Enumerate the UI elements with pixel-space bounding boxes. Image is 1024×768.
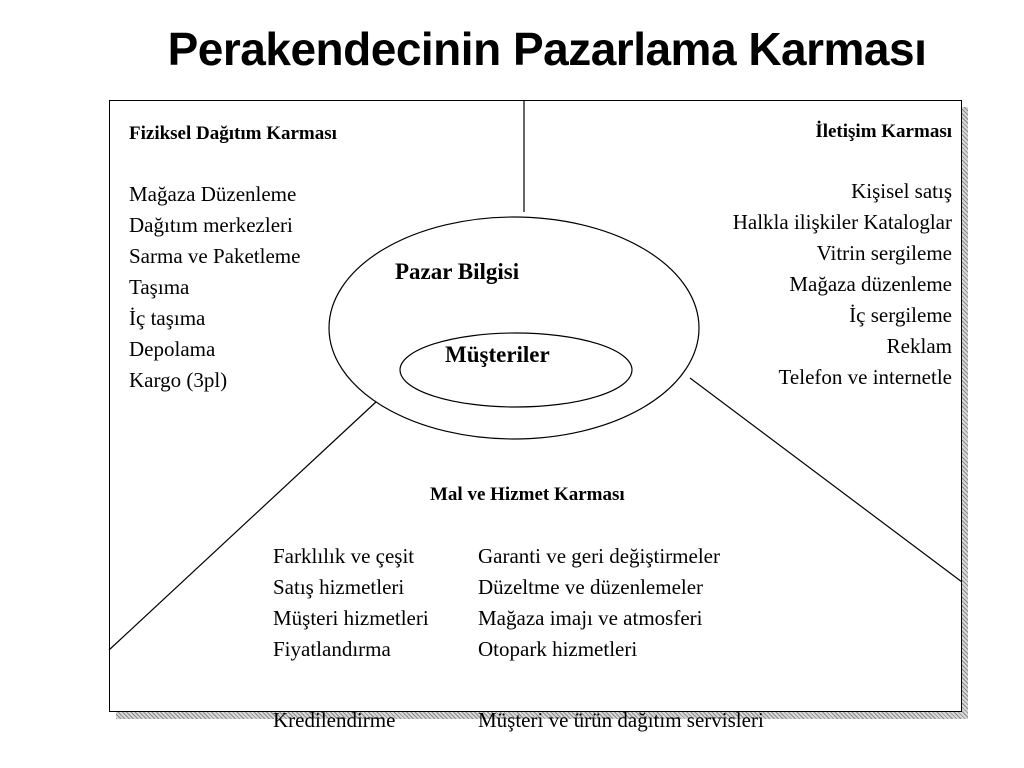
goods-item: Otopark hizmetleri xyxy=(478,637,638,661)
customers-ellipse xyxy=(399,332,633,408)
communication-item: İç sergileme xyxy=(849,303,952,327)
goods-item: Müşteri ve ürün dağıtım servisleri xyxy=(478,708,764,732)
physical-item: Depolama xyxy=(129,337,216,361)
goods-item: Müşteri hizmetleri xyxy=(273,606,429,630)
communication-heading: İletişim Karması xyxy=(815,121,952,142)
communication-item: Mağaza düzenleme xyxy=(789,272,952,296)
goods-heading: Mal ve Hizmet Karması xyxy=(430,484,625,505)
communication-item: Vitrin sergileme xyxy=(816,241,952,265)
slide-title: Perakendecinin Pazarlama Karması xyxy=(167,23,927,75)
goods-item: Mağaza imajı ve atmosferi xyxy=(478,606,703,630)
market-info-label: Pazar Bilgisi xyxy=(395,259,520,284)
communication-list: Kişisel satış Halkla ilişkiler Katalogla… xyxy=(733,176,952,393)
communication-item: Halkla ilişkiler Kataloglar xyxy=(732,210,952,234)
goods-item: Farklılık ve çeşit xyxy=(273,544,415,568)
physical-heading: Fiziksel Dağıtım Karması xyxy=(129,123,337,144)
goods-item: Kredilendirme xyxy=(273,708,396,732)
goods-item: Fiyatlandırma xyxy=(273,637,391,661)
physical-item: Taşıma xyxy=(129,275,190,299)
divider-left xyxy=(108,400,378,651)
physical-item: İç taşıma xyxy=(129,306,206,330)
divider-right xyxy=(689,377,963,583)
goods-item: Düzeltme ve düzenlemeler xyxy=(478,575,704,599)
physical-item: Mağaza Düzenleme xyxy=(129,182,297,206)
physical-item: Sarma ve Paketleme xyxy=(129,244,301,268)
goods-item: Satış hizmetleri xyxy=(273,575,405,599)
physical-list: Mağaza Düzenleme Dağıtım merkezleri Sarm… xyxy=(129,179,300,396)
communication-item: Telefon ve internetle xyxy=(778,365,952,389)
goods-item: Garanti ve geri değiştirmeler xyxy=(478,544,720,568)
communication-item: Reklam xyxy=(886,334,952,358)
communication-item: Kişisel satış xyxy=(851,179,952,203)
goods-right-list: Garanti ve geri değiştirmeler Düzeltme v… xyxy=(478,541,720,665)
physical-item: Dağıtım merkezleri xyxy=(129,213,293,237)
physical-item: Kargo (3pl) xyxy=(129,368,228,392)
customers-label: Müşteriler xyxy=(445,342,550,367)
goods-left-list: Farklılık ve çeşit Satış hizmetleri Müşt… xyxy=(273,541,429,665)
